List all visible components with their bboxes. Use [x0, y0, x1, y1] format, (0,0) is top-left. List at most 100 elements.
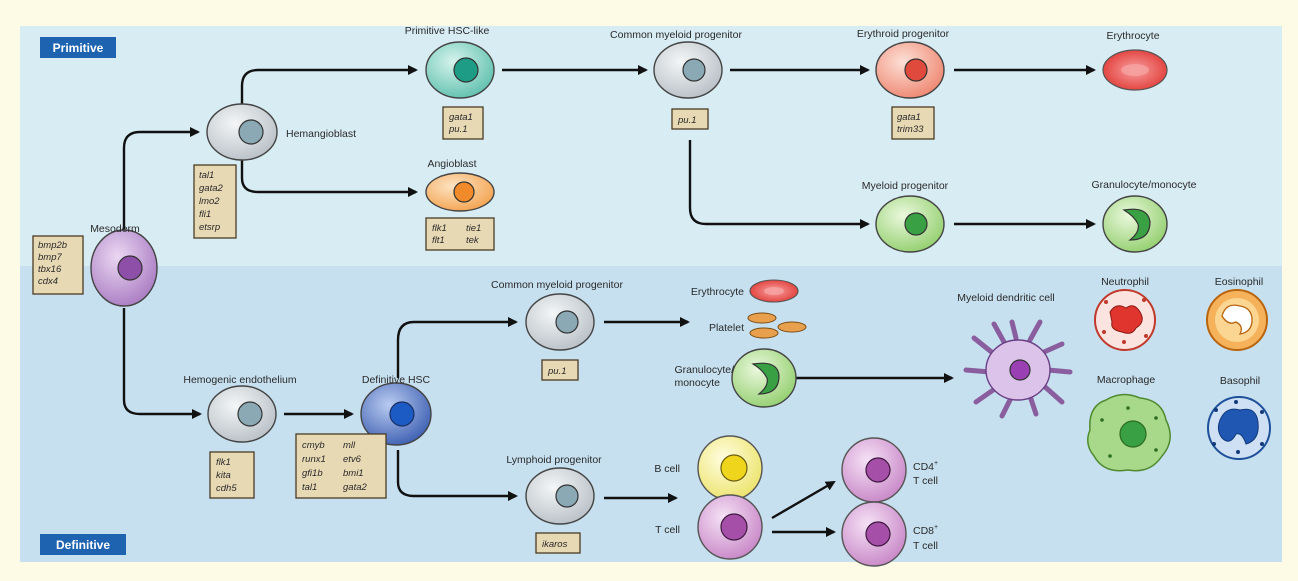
mesoderm-label: Mesoderm: [90, 223, 140, 235]
macrophage-cell: Macrophage: [1087, 374, 1171, 472]
gene-lymphoid-0: ikaros: [542, 539, 568, 550]
gene-hsc-l2: gfi1b: [302, 468, 323, 479]
angioblast-cell: Angioblast: [425, 158, 495, 212]
gene-hemangioblast-0: tal1: [199, 170, 214, 181]
cd4-t-cell: CD4+ T cell: [841, 437, 938, 503]
granulocyte-monocyte-definitive-cell: Granulocyte/ monocyte: [674, 348, 797, 408]
gene-angioblast-l0: flk1: [432, 223, 447, 234]
arrow-hemangioblast-angioblast: [240, 160, 418, 197]
gene-erythroid-0: gata1: [897, 112, 921, 123]
cd4-superscript: +: [934, 460, 938, 467]
hemangioblast-label: Hemangioblast: [286, 128, 356, 140]
arrow-mesoderm-hemangioblast: [122, 127, 200, 230]
cmp-primitive-cell: Common myeloid progenitor: [610, 29, 742, 99]
erythrocyte-definitive-label: Erythrocyte: [691, 286, 744, 298]
gene-hemogenic-2: cdh5: [216, 483, 237, 494]
definitive-section-label: Definitive: [56, 538, 110, 552]
myeloid-dendritic-cell-label: Myeloid dendritic cell: [957, 292, 1054, 304]
macrophage-label: Macrophage: [1097, 374, 1156, 386]
lymphoid-progenitor-cell: Lymphoid progenitor: [506, 454, 602, 525]
lymphoid-progenitor-label: Lymphoid progenitor: [506, 454, 602, 466]
gene-hemangioblast-1: gata2: [199, 183, 223, 194]
gene-hemangioblast-2: lmo2: [199, 196, 220, 207]
gene-hsc-l3: tal1: [302, 482, 317, 493]
gene-hsc-l1: runx1: [302, 454, 326, 465]
hemogenic-endothelium-label: Hemogenic endothelium: [183, 374, 296, 386]
gene-hsc-r3: gata2: [343, 482, 367, 493]
arrow-hsc-cmp: [396, 317, 518, 378]
gene-mesoderm-0: bmp2b: [38, 240, 67, 251]
gene-angioblast-r1: tek: [466, 235, 480, 246]
gene-hemangioblast-4: etsrp: [199, 222, 220, 233]
gene-angioblast-l1: flt1: [432, 235, 445, 246]
t-cell-label: T cell: [655, 524, 680, 536]
cd8-t-cell-label-1: CD8+: [913, 524, 938, 537]
gene-mesoderm-1: bmp7: [38, 252, 62, 263]
gene-mesoderm-2: tbx16: [38, 264, 62, 275]
cmp-primitive-label: Common myeloid progenitor: [610, 29, 742, 41]
basophil-cell: Basophil: [1207, 375, 1271, 460]
erythroid-progenitor-label: Erythroid progenitor: [857, 28, 950, 40]
gene-cmp-primitive-0: pu.1: [677, 115, 697, 126]
cmp-definitive-gene-box: pu.1: [541, 359, 579, 381]
erythrocyte-primitive-label: Erythrocyte: [1106, 30, 1159, 42]
t-cell: T cell: [655, 494, 763, 560]
angioblast-label: Angioblast: [427, 158, 476, 170]
definitive-hsc-gene-box: cmyb runx1 gfi1b tal1 mll etv6 bmi1 gata2: [295, 433, 387, 499]
cmp-primitive-gene-box: pu.1: [671, 108, 709, 130]
gene-hsc-like-0: gata1: [449, 112, 473, 123]
cmp-definitive-cell: Common myeloid progenitor: [491, 279, 623, 351]
b-cell: B cell: [654, 435, 763, 501]
basophil-label: Basophil: [1220, 375, 1260, 387]
gene-cmp-definitive-0: pu.1: [547, 366, 567, 377]
gene-hsc-l0: cmyb: [302, 440, 325, 451]
definitive-section-badge: Definitive: [40, 534, 126, 555]
definitive-hsc-cell: Definitive HSC: [360, 374, 432, 446]
neutrophil-label: Neutrophil: [1101, 276, 1149, 288]
mesoderm-cell: Mesoderm: [90, 223, 158, 307]
cd8-superscript: +: [934, 524, 938, 531]
myeloid-progenitor-label: Myeloid progenitor: [862, 180, 949, 192]
primitive-section-badge: Primitive: [40, 37, 116, 58]
gene-hsc-r0: mll: [343, 440, 356, 451]
b-cell-label: B cell: [654, 463, 680, 475]
arrow-mesoderm-hemogenic: [122, 308, 202, 419]
primitive-section-label: Primitive: [53, 41, 104, 55]
definitive-hsc-label: Definitive HSC: [362, 374, 431, 386]
hemangioblast-cell: Hemangioblast: [206, 103, 356, 161]
myeloid-progenitor-cell: Myeloid progenitor: [862, 180, 949, 253]
cd4-t-cell-label-1: CD4+: [913, 460, 938, 473]
eosinophil-cell: Eosinophil: [1206, 276, 1268, 351]
cd8-text: CD8: [913, 525, 934, 537]
erythrocyte-primitive-cell: Erythrocyte: [1102, 30, 1168, 91]
cd8-t-cell-label-2: T cell: [913, 540, 938, 552]
neutrophil-cell: Neutrophil: [1094, 276, 1156, 351]
erythroid-progenitor-cell: Erythroid progenitor: [857, 28, 950, 99]
granulocyte-monocyte-definitive-label-2: monocyte: [674, 377, 720, 389]
platelet-label: Platelet: [709, 322, 744, 334]
cd4-t-cell-label-2: T cell: [913, 475, 938, 487]
platelets: Platelet: [709, 312, 807, 339]
granulocyte-monocyte-primitive-cell: Granulocyte/monocyte: [1091, 179, 1197, 253]
gene-hsc-r2: bmi1: [343, 468, 364, 479]
arrow-t-cd4: [771, 480, 836, 520]
granulocyte-monocyte-definitive-label-1: Granulocyte/: [674, 364, 734, 376]
primitive-hsc-like-cell: Primitive HSC-like: [405, 25, 495, 99]
gene-hsc-r1: etv6: [343, 454, 362, 465]
gene-angioblast-r0: tie1: [466, 223, 481, 234]
hemogenic-endothelium-cell: Hemogenic endothelium: [183, 374, 297, 443]
